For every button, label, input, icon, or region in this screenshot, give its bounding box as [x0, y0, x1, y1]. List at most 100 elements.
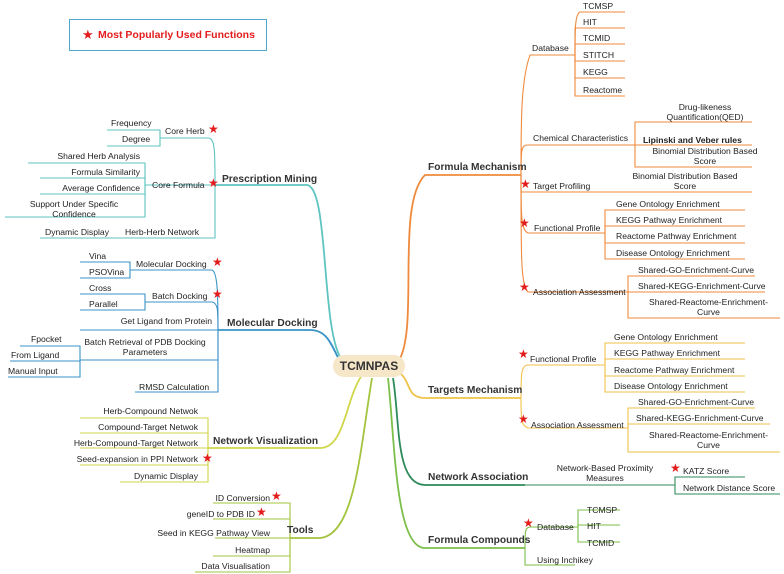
star-icon: ★	[256, 505, 267, 519]
pm-cf-item: Formula Similarity	[71, 167, 140, 177]
fm-association: Association Assessment	[533, 287, 626, 297]
fm-fp-item: Disease Ontology Enrichment	[616, 248, 730, 258]
md-molecular-docking: Molecular Docking	[136, 259, 207, 269]
pm-item: Frequency	[111, 118, 152, 128]
branch-targets-mechanism: Targets Mechanism	[428, 385, 523, 396]
fm-db-item: STITCH	[583, 50, 615, 60]
tools-links	[195, 377, 373, 573]
star-icon: ★	[519, 280, 530, 294]
md-get-ligand: Get Ligand from Protein	[120, 316, 212, 326]
fm-assoc-item: Shared-KEGG-Enrichment-Curve	[638, 281, 766, 291]
md-rmsd: RMSD Calculation	[139, 382, 210, 392]
fm-functional-profile: Functional Profile	[534, 223, 601, 233]
fm-target-profiling: Target Profiling	[533, 181, 591, 191]
fm-chem-item: Binomial Distribution Based Score	[652, 146, 758, 166]
star-icon: ★	[202, 451, 213, 465]
tools-item: Heatmap	[235, 545, 270, 555]
pm-core-formula: Core Formula	[152, 180, 205, 190]
branch-network-association: Network Association	[428, 472, 529, 483]
fm-assoc-item: Shared-Reactome-Enrichment- Curve	[649, 297, 768, 317]
fm-db-item: KEGG	[583, 67, 608, 77]
branch-formula-mechanism: Formula Mechanism	[428, 162, 527, 173]
tm-assoc-item: Shared-Reactome-Enrichment- Curve	[649, 430, 768, 450]
tm-fp-item: Reactome Pathway Enrichment	[614, 365, 735, 375]
fc-db-item: TCMID	[587, 538, 615, 548]
formula-compounds-links	[387, 377, 620, 566]
fc-database: Database	[537, 522, 574, 532]
fm-chemical: Chemical Characteristics	[533, 133, 629, 143]
fc-db-item: HIT	[587, 521, 601, 531]
na-item: KATZ Score	[683, 466, 730, 476]
pm-cf-item: Average Confidence	[62, 183, 140, 193]
branch-molecular-docking: Molecular Docking	[227, 318, 318, 329]
pm-dynamic: Dynamic Display	[45, 227, 109, 237]
tm-fp-item: Disease Ontology Enrichment	[614, 381, 728, 391]
fm-database: Database	[532, 43, 569, 53]
tools-item: geneID to PDB ID	[186, 509, 255, 519]
pm-cf-item: Support Under Specific Confidence	[29, 199, 119, 219]
tm-functional-profile: Functional Profile	[530, 354, 597, 364]
star-icon: ★	[523, 516, 534, 530]
md-batch-retrieval: Batch Retrieval of PDB Docking Parameter…	[84, 337, 206, 357]
branch-formula-compounds: Formula Compounds	[428, 535, 531, 546]
fm-fp-item: Reactome Pathway Enrichment	[616, 231, 737, 241]
nv-item: Herb-Compound Netwok	[103, 406, 198, 416]
star-icon: ★	[271, 489, 282, 503]
md-item: Vina	[89, 251, 107, 261]
star-icon: ★	[212, 255, 223, 269]
network-association-links	[392, 377, 780, 495]
tm-association: Association Assessment	[531, 420, 624, 430]
prescription-mining-links	[5, 129, 343, 361]
star-icon: ★	[518, 412, 529, 426]
na-item: Network Distance Score	[683, 483, 776, 493]
pm-item: Degree	[122, 134, 151, 144]
nv-item: Dynamic Display	[134, 471, 198, 481]
star-icon: ★	[212, 287, 223, 301]
targets-mechanism-links	[397, 342, 780, 453]
fm-tp-item: Binomial Distribution Based Score	[632, 171, 738, 191]
nv-item: Seed-expansion in PPI Network	[76, 454, 198, 464]
fm-db-item: TCMSP	[583, 1, 614, 11]
formula-mechanism-links	[397, 11, 780, 363]
md-batch-docking: Batch Docking	[152, 291, 208, 301]
na-proximity: Network-Based Proximity Measures	[556, 463, 654, 483]
tm-assoc-item: Shared-GO-Enrichment-Curve	[638, 397, 755, 407]
molecular-docking-links	[8, 261, 341, 393]
fm-db-item: HIT	[583, 17, 597, 27]
branch-tools: Tools	[287, 525, 314, 536]
tm-fp-item: Gene Ontology Enrichment	[614, 332, 718, 342]
tools-item: ID Conversion	[215, 493, 270, 503]
network-visualization-links	[80, 374, 363, 483]
fm-db-item: TCMID	[583, 33, 611, 43]
tm-fp-item: KEGG Pathway Enrichment	[614, 348, 721, 358]
branch-network-visualization: Network Visualization	[213, 436, 319, 447]
star-icon: ★	[670, 461, 681, 475]
md-item: Parallel	[89, 299, 118, 309]
star-icon: ★	[519, 216, 530, 230]
fm-assoc-item: Shared-GO-Enrichment-Curve	[638, 265, 755, 275]
md-br-item: From Ligand	[11, 350, 60, 360]
md-item: PSOVina	[89, 267, 125, 277]
tools-item: Data Visualisation	[201, 561, 270, 571]
star-icon: ★	[518, 347, 529, 361]
star-icon: ★	[520, 177, 531, 191]
fm-db-item: Reactome	[583, 85, 623, 95]
root-node: TCMNPAS	[333, 355, 405, 377]
fm-fp-item: Gene Ontology Enrichment	[616, 199, 720, 209]
nv-item: Compound-Target Netwok	[98, 422, 198, 432]
star-icon: ★	[208, 176, 219, 190]
pm-core-herb: Core Herb	[165, 126, 205, 136]
md-br-item: Fpocket	[31, 334, 62, 344]
tools-item: Seed in KEGG Pathway View	[157, 528, 270, 538]
fm-fp-item: KEGG Pathway Enrichment	[616, 215, 723, 225]
branch-prescription-mining: Prescription Mining	[222, 174, 318, 185]
tm-assoc-item: Shared-KEGG-Enrichment-Curve	[636, 413, 764, 423]
md-br-item: Manual Input	[8, 366, 58, 376]
nv-item: Herb-Compound-Target Network	[73, 438, 198, 448]
fc-db-item: TCMSP	[587, 505, 618, 515]
pm-cf-item: Shared Herb Analysis	[57, 151, 140, 161]
star-icon: ★	[208, 122, 219, 136]
fm-chem-item: Drug-likeness Quantification(QED)	[666, 102, 744, 122]
pm-herb-network: Herb-Herb Network	[125, 227, 200, 237]
